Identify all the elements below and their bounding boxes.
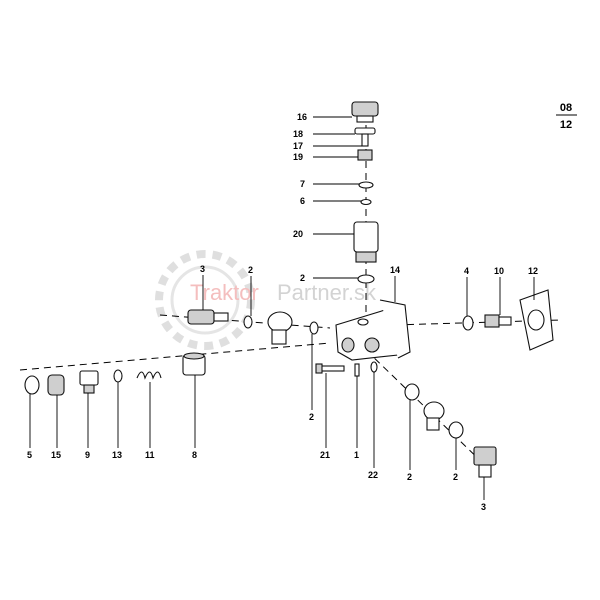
part-22-ring	[370, 361, 378, 373]
part-21-screw	[315, 363, 345, 374]
callout-2-mid: 2	[309, 412, 314, 422]
part-2-mid-washer	[309, 321, 319, 335]
callout-11: 11	[145, 450, 155, 460]
part-11-spring	[136, 371, 162, 380]
part-2-low-washer-1	[404, 383, 420, 401]
callout-5: 5	[27, 450, 32, 460]
callout-2-low1: 2	[407, 472, 412, 482]
callout-labels: 16 18 17 19 7 6 20 2 14 3 2 4 10 12 5 15…	[27, 112, 538, 512]
part-1-pin	[354, 363, 360, 377]
callout-3-right: 3	[481, 502, 486, 512]
callout-22: 22	[368, 470, 378, 480]
part-13-ring	[113, 369, 123, 383]
part-7-ring	[358, 181, 374, 189]
callout-2-upper: 2	[248, 265, 253, 275]
watermark-brand-red: Traktor	[190, 280, 259, 305]
callout-4: 4	[464, 266, 469, 276]
part-2-low-washer-2	[448, 421, 464, 439]
part-2-top-washer	[357, 274, 375, 284]
part-6-ring	[360, 198, 372, 206]
callout-19: 19	[293, 152, 303, 162]
part-10-plug	[484, 314, 512, 328]
callout-17: 17	[293, 141, 303, 151]
part-3-right-bolt	[473, 446, 497, 478]
callout-12: 12	[528, 266, 538, 276]
watermark-brand-gray: Partner.sk	[277, 280, 377, 305]
part-banjo-left	[267, 311, 293, 345]
part-20-valve-body	[353, 221, 379, 263]
callout-2-low2: 2	[453, 472, 458, 482]
callout-13: 13	[112, 450, 122, 460]
part-4-ring	[462, 315, 474, 331]
callout-2-top: 2	[300, 273, 305, 283]
part-16-knob	[351, 101, 379, 123]
part-banjo-right	[423, 401, 445, 431]
part-9-fitting	[79, 370, 99, 394]
part-18-spindle	[354, 127, 376, 147]
callout-20: 20	[293, 229, 303, 239]
callout-1: 1	[354, 450, 359, 460]
callout-10: 10	[494, 266, 504, 276]
leader-lines	[29, 116, 535, 500]
page-ref-bottom: 12	[560, 119, 572, 131]
part-19-nut	[357, 149, 373, 161]
page-reference: 08 12	[556, 102, 577, 131]
part-3-left-bolt	[187, 309, 229, 325]
callout-21: 21	[320, 450, 330, 460]
watermark: Traktor Partner.sk	[155, 250, 377, 350]
part-2-upper-washer	[243, 315, 253, 329]
page-ref-top: 08	[560, 102, 572, 114]
callout-18: 18	[293, 129, 303, 139]
callout-15: 15	[51, 450, 61, 460]
part-15-cap	[47, 374, 65, 396]
part-5-ring	[24, 375, 40, 395]
callout-9: 9	[85, 450, 90, 460]
part-14-main-body	[335, 299, 411, 361]
callout-8: 8	[192, 450, 197, 460]
part-12-gasket	[519, 289, 554, 351]
callout-7: 7	[300, 179, 305, 189]
callout-14: 14	[390, 265, 400, 275]
callout-16: 16	[297, 112, 307, 122]
callout-6: 6	[300, 196, 305, 206]
callout-3-left: 3	[200, 264, 205, 274]
part-8-sleeve	[182, 352, 206, 376]
